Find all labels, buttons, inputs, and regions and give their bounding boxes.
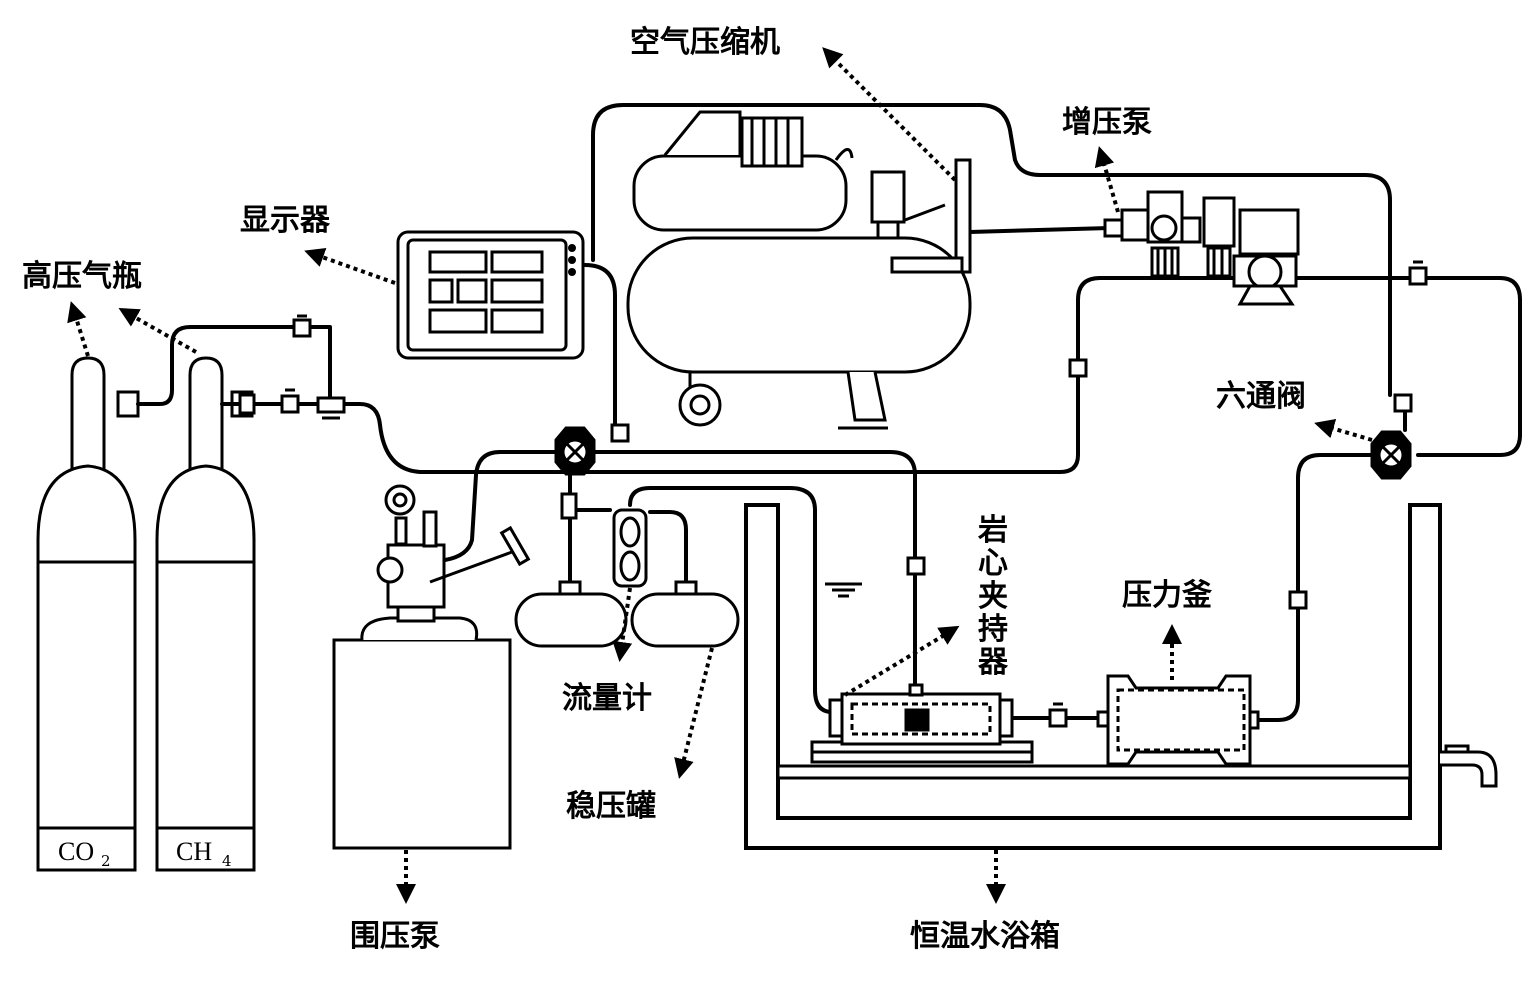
flowmeter [612, 508, 648, 588]
piping [136, 103, 1522, 722]
label-core-holder: 岩心夹持器 [977, 513, 1009, 680]
cylinder-label-ch4: CH 4 [176, 837, 232, 870]
label-six-way-valve: 六通阀 [1216, 379, 1306, 414]
confining-pump [332, 484, 531, 850]
pressure-vessel [1106, 674, 1260, 766]
core-holder [810, 683, 1034, 764]
six-way-valve-right [1370, 430, 1412, 480]
air-compressor [626, 110, 972, 430]
svg-text:2: 2 [101, 852, 111, 870]
svg-text:CH: CH [176, 837, 212, 866]
buffer-tank [514, 492, 740, 648]
six-way-valve-left [554, 426, 596, 476]
label-pressure-vessel: 压力釜 [1122, 578, 1213, 613]
display-monitor [396, 230, 585, 360]
label-flowmeter: 流量计 [562, 681, 652, 716]
label-air-compressor: 空气压缩机 [630, 25, 780, 60]
booster-pump [1103, 190, 1300, 306]
cylinder-label-co2: CO 2 [58, 837, 111, 870]
water-bath [744, 503, 1498, 850]
label-gas-cylinder: 高压气瓶 [22, 259, 142, 294]
label-booster-pump: 增压泵 [1062, 105, 1152, 140]
label-water-bath: 恒温水浴箱 [910, 919, 1060, 954]
cylinder-co2 [36, 356, 140, 872]
svg-text:4: 4 [222, 852, 232, 870]
cylinder-ch4 [155, 356, 256, 872]
label-buffer-tank: 稳压罐 [566, 789, 656, 824]
pointer-arrows [67, 47, 1373, 904]
svg-text:CO: CO [58, 837, 94, 866]
labels: 空气压缩机 增压泵 显示器 高压气瓶 六通阀 压力釜 流量计 稳压罐 围压泵 恒… [22, 25, 1306, 954]
label-display: 显示器 [240, 203, 331, 238]
label-confining-pump: 围压泵 [350, 919, 440, 954]
